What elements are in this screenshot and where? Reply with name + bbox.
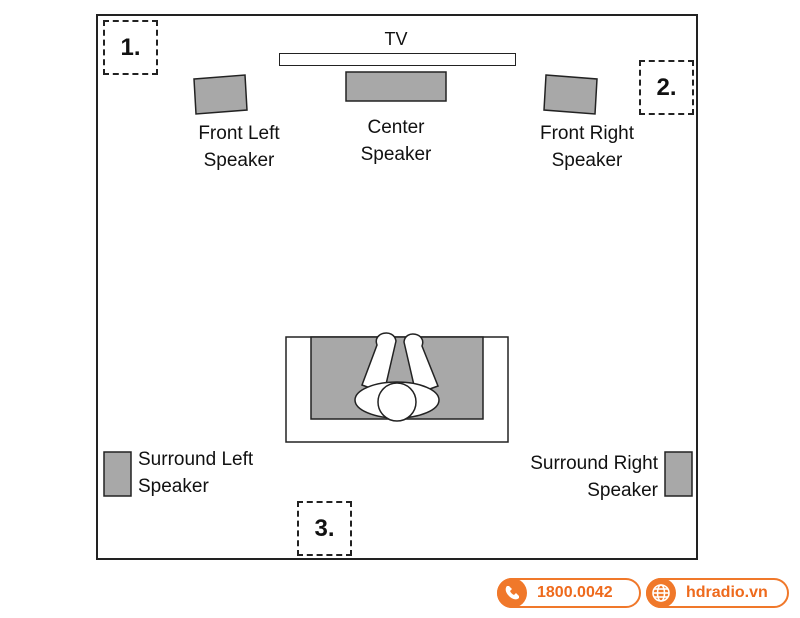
tv-label: TV: [384, 29, 408, 49]
front-right-label-line2: Speaker: [551, 150, 623, 171]
room-outline: [96, 14, 698, 560]
center-label-line1: Center: [367, 117, 425, 138]
tv: [279, 53, 516, 66]
front-right-speaker: [543, 74, 598, 115]
surround-left-speaker-label: Surround Left Speaker: [138, 446, 253, 500]
position-2-label: 2.: [656, 73, 677, 101]
position-3-marker: 3.: [297, 501, 352, 556]
listener-right-leg: [403, 333, 439, 395]
position-1-label: 1.: [120, 33, 141, 61]
front-left-label-line1: Front Left: [198, 123, 280, 144]
position-1-marker: 1.: [103, 20, 158, 75]
phone-number: 1800.0042: [537, 584, 613, 601]
position-2-marker: 2.: [639, 60, 694, 115]
front-right-speaker-label: Front Right Speaker: [530, 120, 644, 174]
center-speaker: [345, 71, 447, 102]
surround-right-label-line2: Speaker: [587, 480, 658, 501]
surround-right-speaker: [664, 451, 693, 497]
listener-head: [377, 382, 417, 422]
website-contact[interactable]: hdradio.vn: [646, 578, 789, 608]
front-left-speaker-label: Front Left Speaker: [188, 120, 290, 174]
phone-icon-circle: [497, 578, 527, 608]
front-left-label-line2: Speaker: [203, 150, 275, 171]
surround-left-speaker: [103, 451, 132, 497]
globe-icon-circle: [646, 578, 676, 608]
website-url: hdradio.vn: [686, 584, 768, 601]
front-left-speaker: [193, 74, 248, 115]
position-3-label: 3.: [314, 514, 335, 542]
listener-figure: [354, 332, 440, 422]
phone-contact[interactable]: 1800.0042: [497, 578, 641, 608]
center-label-line2: Speaker: [360, 144, 432, 165]
front-right-label-line1: Front Right: [540, 123, 634, 144]
surround-left-label-line2: Speaker: [138, 476, 209, 497]
center-speaker-label: Center Speaker: [346, 114, 446, 168]
surround-right-label-line1: Surround Right: [530, 453, 658, 474]
surround-right-speaker-label: Surround Right Speaker: [530, 450, 658, 504]
surround-left-label-line1: Surround Left: [138, 449, 254, 470]
